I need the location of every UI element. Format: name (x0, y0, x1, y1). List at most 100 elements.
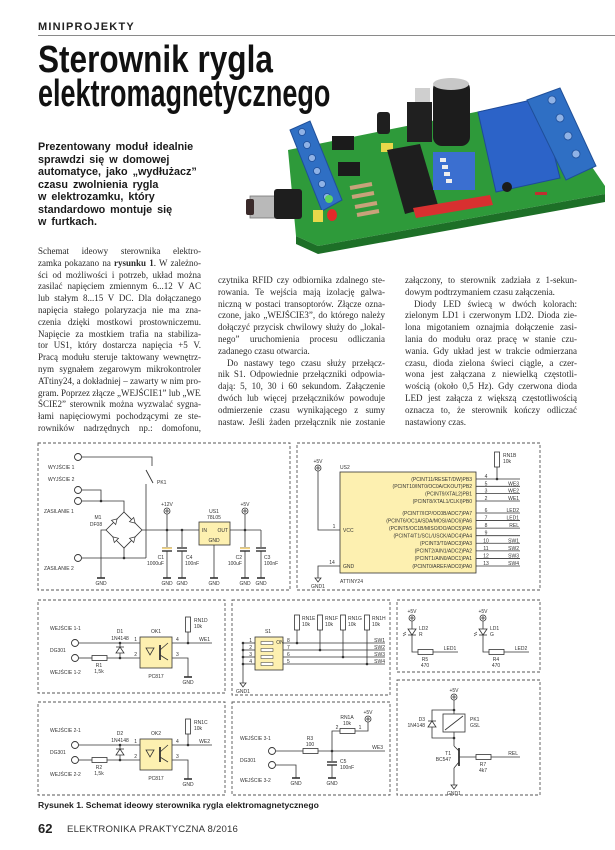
magazine-name: ELEKTRONIKA PRAKTYCZNA 8/2016 (67, 824, 239, 835)
diode-icon (112, 536, 120, 544)
net-label: SW3 (374, 652, 385, 658)
schematic-label: RN1G (348, 616, 362, 622)
resistor-network (413, 195, 493, 218)
lead-line: Prezentowany moduł idealnie (38, 141, 194, 153)
schematic-label: IN (202, 528, 207, 534)
body-text-line: rowania. Te wejścia mają izolację galwa- (218, 286, 385, 297)
schematic-label: S1 (265, 629, 271, 635)
body-column-3: załączony, to sterownik zadziała z 1-sek… (405, 275, 577, 428)
lead-line: w elektrozamku, który (38, 191, 155, 203)
diode-icon (115, 748, 125, 756)
schematic-section-border (231, 701, 391, 796)
schematic-label: 1N4148 (407, 723, 425, 729)
lead-line: automatyce, jako „wydłużacz” (38, 166, 197, 178)
body-text-line: LED jest załącza z większą częstotliwośc… (405, 392, 577, 403)
schematic-label: R2 (96, 765, 103, 771)
net-label: WE3 (508, 481, 519, 487)
pin-name: (PCINT4/T1/SCL/USCK/ADC4)PA4 (393, 534, 472, 540)
pin-number: 4 (176, 739, 179, 745)
pin-number: 3 (176, 652, 179, 658)
pin-number: 4 (249, 659, 252, 665)
plus-icon (410, 616, 414, 620)
microcontroller-icon (339, 471, 477, 574)
schematic-label: GSL (470, 723, 480, 729)
schematic-label: R5 (422, 657, 429, 663)
resistor-icon (364, 614, 370, 631)
schematic-label: WEJŚCIE 2-2 (50, 770, 81, 778)
net-label: SW4 (374, 659, 385, 665)
ground-icon (450, 784, 458, 790)
junction-dot (495, 477, 499, 481)
led-icon (407, 628, 417, 636)
body-text-line: odmierzenie czasu wynikającego z sumy (218, 404, 385, 415)
schematic-label: RN1C (194, 720, 208, 726)
body-text-line: nym sygnałem zegarowym mikrokontroler (38, 363, 201, 374)
schematic-section-border (396, 679, 541, 796)
schematic-label: BC547 (436, 757, 452, 763)
optocoupler-1 (332, 136, 354, 150)
supply-label: +12V (161, 502, 173, 508)
schematic-label: WEJŚCIE 3-2 (240, 776, 271, 784)
pushbutton-body (274, 189, 302, 219)
net-label: SW4 (508, 561, 519, 567)
body-column-1: Schemat ideowy sterownika elektro-zamka … (38, 246, 201, 435)
pin-name: (PCINT11/RESET/DW)PB3 (411, 477, 472, 483)
terminal-icon (71, 756, 79, 764)
wire (331, 730, 340, 751)
pin-name: (PCINT6/OC1A/SDA/MOSI/ADC6)PA6 (386, 518, 472, 524)
diode-icon (115, 646, 125, 654)
schematic-label: 100 (306, 742, 315, 748)
schematic-label: 1,5k (94, 669, 104, 675)
ground-label: GND (182, 782, 194, 788)
plus-icon (481, 616, 485, 620)
net-label: SW1 (374, 638, 385, 644)
terminal-icon (74, 497, 82, 505)
voltage-regulator (407, 102, 432, 142)
dip-toggles (440, 158, 452, 183)
opto-led-icon (145, 749, 155, 758)
switch-toggle-icon (260, 648, 274, 652)
schematic-label: 10k (372, 622, 381, 628)
lead-line: standardowo montuje się (38, 203, 173, 216)
schematic-label: 1000uF (147, 561, 164, 567)
pin-number: 3 (485, 489, 488, 495)
wire (411, 621, 418, 653)
optocoupler-icon (139, 738, 173, 771)
supply-label: +5V (449, 688, 459, 694)
body-text-line: dwóch lub więcej przełączników powoduje (218, 392, 385, 403)
supply-label: +5V (313, 459, 323, 465)
body-text-line: gram. Poprzez złącze „WEJŚCIE1” lub „WEJ… (38, 387, 201, 398)
schematic-label: R4 (493, 657, 500, 663)
schematic-label: T1 (445, 751, 451, 757)
schematic-label: VCC (343, 528, 354, 534)
junction-dot (452, 736, 456, 740)
wire (100, 529, 106, 578)
net-label: WE2 (199, 739, 210, 745)
electrolytic-capacitor (433, 80, 470, 146)
relay-coil-diagonal (444, 715, 464, 731)
body-text-line: zielonym LD1 i czerwonym LD2. Dioda zie- (405, 310, 577, 321)
body-text-line: dowym podtrzymaniem czasu załączenia. (405, 286, 555, 297)
voltage-regulator-icon (198, 521, 231, 546)
net-label: REL (509, 523, 519, 529)
pin-number: 2 (336, 725, 339, 731)
body-text-line: ŚCIE2” sterownik można wyzwalać sygna- (38, 399, 201, 410)
body-text-line: nastawiony czas. (405, 416, 466, 427)
schematic-label: 1N4148 (111, 738, 129, 744)
diode-icon (427, 720, 437, 728)
net-label: SW2 (508, 546, 519, 552)
body-text-line: wania. Gdy układ jest w trakcie odmierza… (405, 345, 577, 356)
section-label: MINIPROJEKTY (38, 21, 135, 33)
body-text-line: zasilać napięciem zmiennym 6...12 V AC (38, 281, 201, 292)
schematic-label: DG301 (240, 758, 256, 764)
schematic-label: DG301 (50, 750, 66, 756)
body-text-line: lub stałym 8...15 V DC. Dla dołączanego (38, 293, 201, 304)
pin-number: 1 (359, 725, 362, 731)
red-led (327, 209, 337, 221)
figure-caption: Rysunek 1. Schemat ideowy sterownika ryg… (38, 800, 319, 810)
pin-number: 1 (249, 638, 252, 644)
pin-number: 9 (485, 531, 488, 537)
schematic-label: WYJŚCIE 2 (48, 475, 75, 483)
phototransistor-leads (159, 744, 169, 763)
